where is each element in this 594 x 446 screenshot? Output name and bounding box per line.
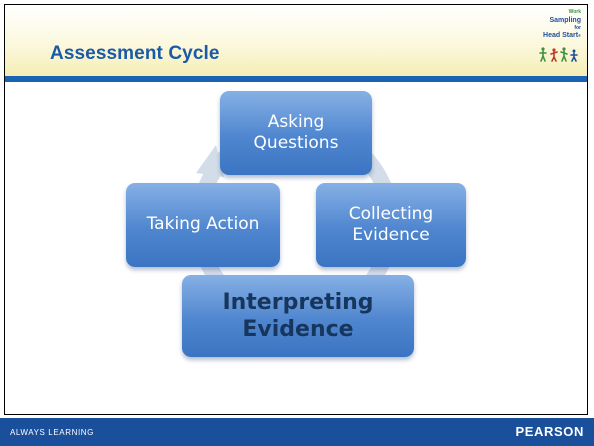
work-sampling-logo: Work Sampling for Head Start® (537, 10, 581, 62)
slide-title: Assessment Cycle (50, 43, 220, 64)
node-collecting-line-1: Collecting (348, 203, 434, 224)
node-collecting-evidence: Collecting Evidence (316, 183, 466, 267)
node-asking-line-1: Asking (267, 111, 325, 132)
children-figures-icon (539, 47, 578, 62)
header-rule (5, 76, 587, 82)
node-collecting-line-2: Evidence (352, 225, 430, 245)
node-interpreting-line-2: Evidence (242, 317, 354, 342)
node-taking-line-1: Taking Action (146, 214, 260, 235)
node-asking-line-2: Questions (253, 133, 339, 153)
node-asking-questions: Asking Questions (220, 91, 372, 175)
logo-registered-mark: ® (578, 33, 581, 38)
logo-line-for: for (574, 25, 581, 31)
footer-brand-logo: PEARSON (515, 424, 584, 439)
logo-line-head-start: Head Start® (537, 32, 581, 39)
header-band (5, 5, 587, 80)
footer-tagline: ALWAYS LEARNING (10, 428, 94, 437)
assessment-cycle-diagram: Asking Questions Collecting Evidence Int… (120, 85, 470, 360)
node-interpreting-line-1: Interpreting (222, 289, 374, 315)
footer-bar: ALWAYS LEARNING PEARSON (0, 418, 594, 446)
logo-line-sampling: Sampling (549, 17, 581, 24)
node-taking-action: Taking Action (126, 183, 280, 267)
logo-head-start-text: Head Start (543, 32, 579, 39)
logo-line-work: Work (568, 9, 581, 15)
node-interpreting-evidence: Interpreting Evidence (182, 275, 414, 357)
cycle-arrowhead-icon (196, 145, 224, 177)
